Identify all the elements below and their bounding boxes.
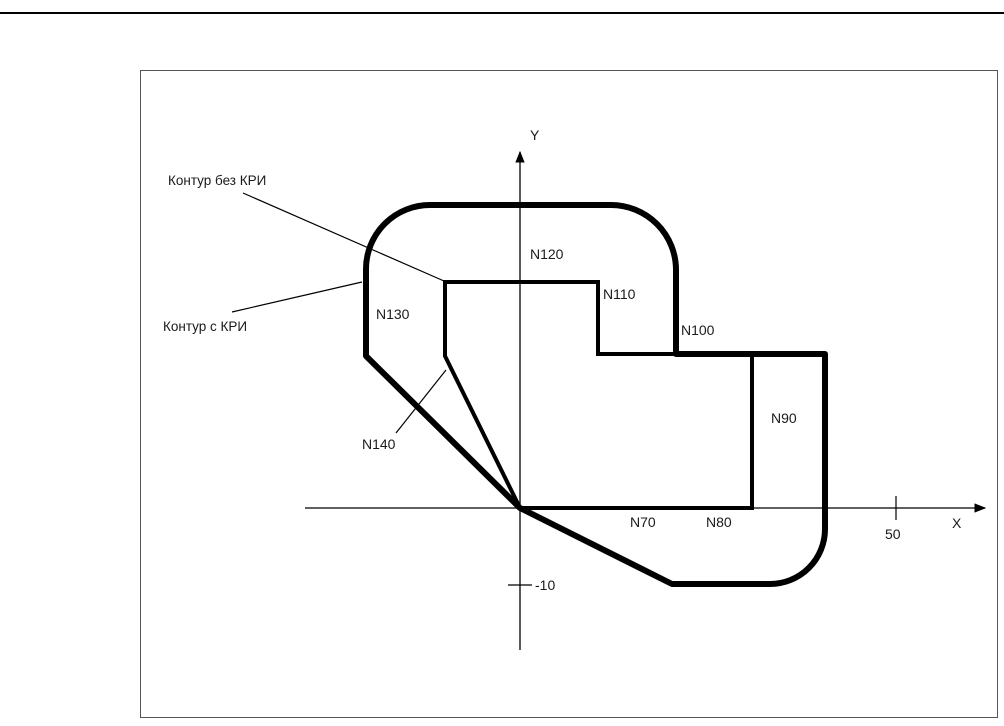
block-label-n140: N140 [362,436,396,452]
x-axis-label: X [952,515,962,531]
y-axis-label: Y [530,127,540,143]
leader-contour-with [232,282,362,312]
block-label-n90: N90 [771,410,797,426]
block-label-n130: N130 [376,306,410,322]
block-label-n70: N70 [630,514,656,530]
contour-without-compensation [445,282,752,508]
contour-with-label: Контур с КРИ [163,319,247,334]
block-label-n100: N100 [681,322,715,338]
contour-with-compensation [366,205,825,584]
y-tick-label: -10 [535,577,555,593]
contour-without-label: Контур без КРИ [168,173,266,188]
block-label-n120: N120 [530,246,564,262]
block-label-n110: N110 [603,286,636,302]
x-tick-label: 50 [885,526,901,542]
block-label-n80: N80 [706,514,732,530]
